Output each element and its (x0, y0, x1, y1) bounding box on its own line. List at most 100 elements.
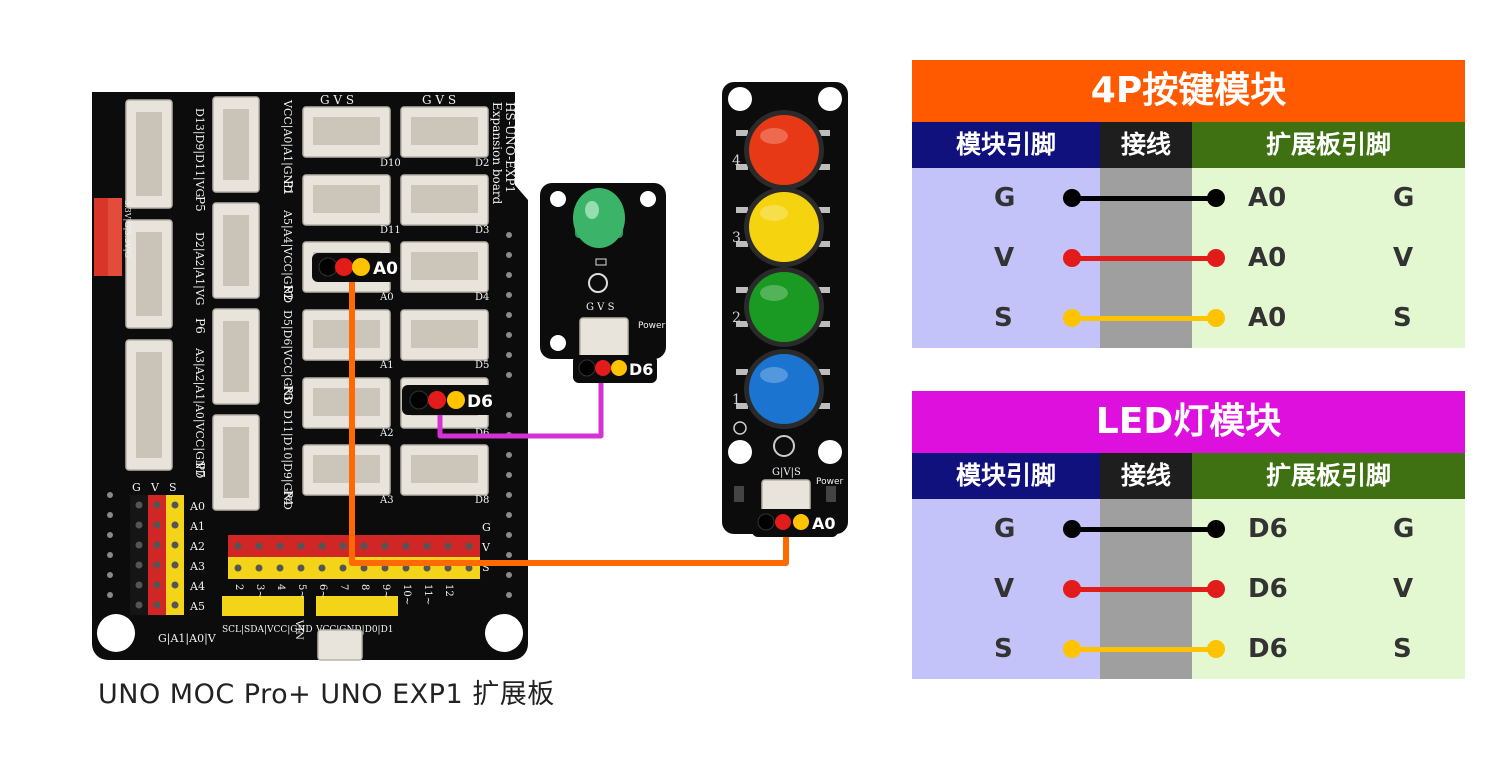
header-pin (153, 581, 161, 589)
button-num-2: 2 (732, 310, 741, 326)
button-solder-pad (736, 403, 748, 409)
port-d8: D8 (475, 495, 489, 506)
port-a1: A1 (379, 360, 394, 371)
button-highlight (760, 128, 788, 144)
label-d5d6: D5|D6|VCC|GND (280, 310, 294, 405)
board-signal: V (1393, 574, 1414, 604)
push-button-1[interactable] (749, 354, 819, 424)
table-row: S A0 S (912, 288, 1465, 348)
header-pin (381, 542, 389, 550)
label-p6: P6 (193, 318, 207, 334)
header-pin (135, 521, 143, 529)
port-a3: A3 (379, 495, 394, 506)
board-name: HS-UNO-EXP1 (503, 102, 517, 193)
board-caption: UNO MOC Pro+ UNO EXP1 扩展板 (98, 679, 555, 710)
header-pin (402, 542, 410, 550)
header-pin (423, 564, 431, 572)
table-row: G D6 G (912, 499, 1465, 559)
header-pin (360, 564, 368, 572)
hdr-a1: A1 (189, 520, 205, 533)
module-pin: S (994, 303, 1013, 333)
wire-line (1072, 256, 1216, 261)
push-button-3[interactable] (749, 192, 819, 262)
header-pin (444, 564, 452, 572)
board-signal: S (1393, 634, 1412, 664)
label-bottom-g: G|A1|A0|V (158, 632, 217, 646)
hdr-row-g: G (482, 521, 491, 534)
connector-bottom (317, 629, 363, 661)
button-solder-pad (818, 321, 830, 327)
port-a0: A0 (379, 292, 394, 303)
digital-pin-label: 11~ (422, 584, 433, 605)
header-pin (297, 564, 305, 572)
board-port: D6 (1248, 514, 1288, 544)
digital-pin-label: 4 (275, 584, 286, 590)
module-pin: S (994, 634, 1013, 664)
header-pin (423, 542, 431, 550)
hdr-row-v: V (481, 541, 491, 554)
button-symbol-icon (773, 435, 795, 457)
label-p2: P2 (281, 285, 295, 301)
tag-led-d6: D6 (573, 355, 657, 383)
label-p1: P1 (281, 180, 295, 196)
label-p3: P3 (281, 385, 295, 401)
wire-dot (1063, 640, 1081, 658)
header-pin (171, 501, 179, 509)
wire-button-a0 (349, 282, 789, 566)
header-pin (135, 501, 143, 509)
port-d5: D5 (475, 360, 489, 371)
bulb-icon (588, 273, 608, 293)
wire-line (1072, 316, 1216, 321)
tag-button-a0: A0 (752, 509, 838, 537)
pin-header-i2c (222, 596, 304, 616)
button-num-4: 4 (732, 153, 741, 169)
hdr-row-s: S (482, 561, 490, 574)
board-port: A0 (1248, 183, 1287, 213)
hdr-a2: A2 (189, 540, 205, 553)
tag-board-d6: D6 (402, 385, 496, 415)
gvs-heading-left: G V S (320, 93, 354, 107)
hdr-g: G (132, 481, 141, 494)
push-button-4[interactable] (749, 115, 819, 185)
header-pin (135, 581, 143, 589)
digital-pin-label: 2 (233, 584, 244, 590)
module-pin: G (994, 514, 1016, 544)
wire-led-d6 (437, 378, 604, 439)
module-pin: G (994, 183, 1016, 213)
header-pin (234, 564, 242, 572)
led-light (573, 188, 625, 248)
header-module-pin: 模块引脚 (912, 453, 1100, 499)
expansion-board: D13|D9|D11|VG P5 D2|A2|A1|VG P6 A3|A2|A1… (92, 92, 528, 661)
led-gvs: G V S (586, 302, 615, 313)
button-solder-pad (736, 130, 748, 136)
port-d11: D11 (380, 225, 401, 236)
button-highlight (760, 285, 788, 301)
header-pin (171, 541, 179, 549)
button-solder-pad (818, 287, 830, 293)
label-p7: P7 (193, 462, 207, 478)
table-row: G A0 G (912, 168, 1465, 228)
module-pin: V (994, 243, 1015, 273)
hdr-a4: A4 (189, 580, 205, 593)
digital-pin-label: 12 (443, 584, 454, 597)
digital-pin-label: 5~ (296, 584, 307, 599)
push-button-2[interactable] (749, 272, 819, 342)
header-pin (153, 541, 161, 549)
hdr-s: S (169, 481, 177, 494)
table-body: G A0 G V A0 V S A0 S (912, 168, 1465, 348)
label-a5a4: A5|A4|VCC|GND (280, 209, 294, 303)
board-port: A0 (1248, 243, 1287, 273)
port-a2: A2 (379, 428, 394, 439)
header-pin (255, 564, 263, 572)
table-title: 4P按键模块 (912, 60, 1465, 122)
table-header: 模块引脚 接线 扩展板引脚 (912, 453, 1465, 499)
board-signal: S (1393, 303, 1412, 333)
port-d4: D4 (475, 292, 489, 303)
wire-dot (1207, 640, 1225, 658)
wire-dot (1207, 580, 1225, 598)
label-d13: D13|D9|D11|VG (192, 108, 206, 197)
header-wiring: 接线 (1100, 122, 1192, 168)
table-title: LED灯模块 (912, 391, 1465, 453)
mount-hole (485, 614, 523, 652)
